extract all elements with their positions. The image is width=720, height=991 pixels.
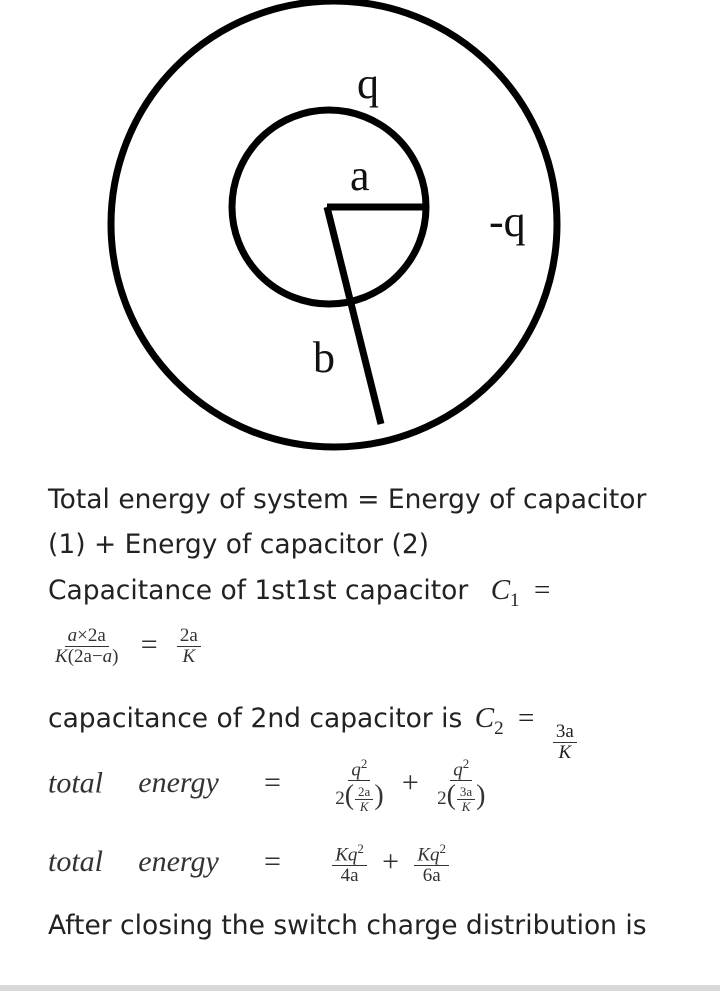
c1-result: 2a K: [176, 626, 201, 668]
energy-term-3: Kq2 4a: [332, 842, 367, 887]
label-a: a: [350, 151, 370, 200]
total-word: total: [48, 766, 104, 800]
c1-result-numerator: 2a: [176, 626, 201, 647]
total-energy-expression-2: total energy = Kq2 4a + Kq2 6a: [48, 842, 453, 887]
c2-symbol: C2: [474, 702, 504, 739]
equals-sign-3: =: [518, 702, 535, 734]
energy-word: energy: [138, 766, 219, 800]
paragraph-after-closing-switch: After closing the switch charge distribu…: [48, 910, 647, 941]
equals-sign-5: =: [264, 845, 281, 879]
plus-sign-1: +: [401, 766, 419, 800]
equals-sign-2: =: [140, 627, 158, 661]
capacitance-2-text: capacitance of 2nd capacitor is: [48, 703, 463, 734]
c1-formula: a×2a K(2a−a) = 2a K: [48, 626, 205, 668]
concentric-spheres-figure: q a -q b: [107, 0, 561, 451]
capacitance-1-text: Capacitance of 1st1st capacitor: [48, 575, 469, 606]
paragraph-capacitance-2: capacitance of 2nd capacitor is C2 = 3a …: [48, 696, 688, 764]
c2-fraction: 3a K: [552, 722, 577, 764]
c1-result-denominator: K: [182, 645, 196, 667]
paragraph-total-energy: Total energy of system = Energy of capac…: [48, 484, 647, 560]
energy-word-2: energy: [138, 845, 219, 879]
total-word-2: total: [48, 845, 104, 879]
bottom-scroll-edge: [0, 985, 720, 991]
c2-denominator: K: [558, 741, 572, 763]
plus-sign-2: +: [382, 845, 400, 879]
c1-denominator: K(2a−a): [55, 645, 119, 667]
radius-b-line: [323, 206, 385, 425]
label-q: q: [357, 59, 379, 108]
energy-term-4: Kq2 6a: [414, 842, 449, 887]
c1-numerator: a×2a: [64, 626, 109, 647]
c1-fraction: a×2a K(2a−a): [52, 626, 122, 668]
equals-sign-4: =: [264, 766, 281, 800]
equals-sign: =: [533, 574, 551, 606]
label-neg-q: -q: [489, 197, 526, 246]
outer-sphere: [107, 0, 561, 451]
paragraph-capacitance-1: Capacitance of 1st1st capacitor C1 =: [48, 568, 688, 623]
label-b: b: [313, 333, 335, 382]
c1-symbol: C1: [490, 574, 520, 611]
c2-numerator: 3a: [552, 722, 577, 743]
